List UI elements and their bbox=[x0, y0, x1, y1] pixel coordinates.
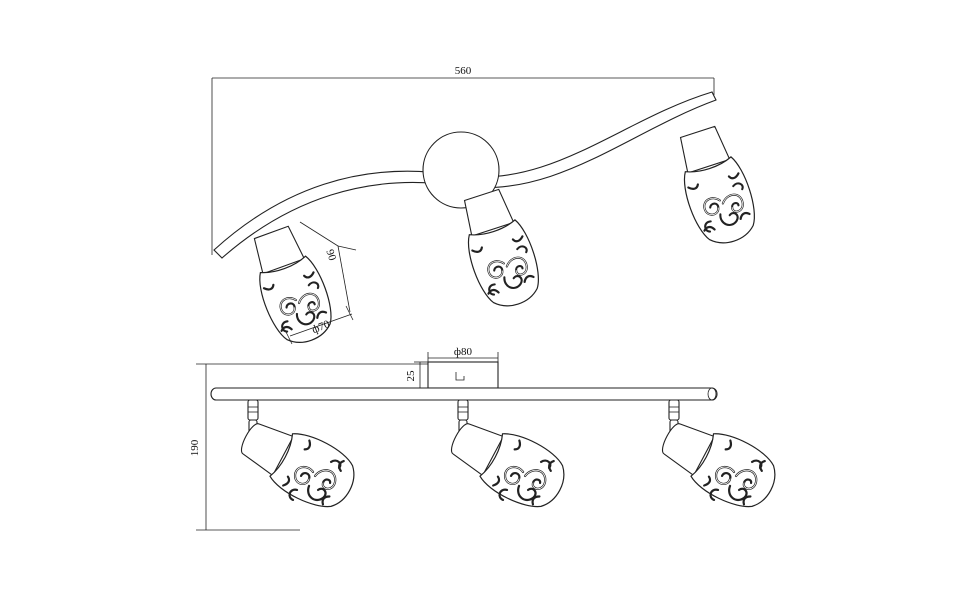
straight-bar bbox=[210, 387, 718, 401]
top-view: 560 90 ф70 bbox=[211, 65, 764, 351]
dim-height-label: 190 bbox=[189, 439, 201, 456]
dim-width-label: 560 bbox=[455, 65, 472, 77]
lamp-front-left bbox=[229, 400, 364, 523]
dim-canopy-height-label: 25 bbox=[405, 370, 417, 382]
canopy-front bbox=[427, 361, 499, 389]
lamp-top-right bbox=[669, 122, 764, 251]
dim-shade-length-label: 90 bbox=[323, 248, 338, 263]
lamp-top-center bbox=[453, 185, 548, 314]
dim-canopy-diameter-label: ф80 bbox=[454, 346, 473, 358]
canopy-top bbox=[422, 131, 500, 209]
lamp-front-right bbox=[650, 400, 785, 523]
lamp-front-center bbox=[439, 400, 574, 523]
front-view: ф80 25 190 bbox=[189, 346, 785, 531]
